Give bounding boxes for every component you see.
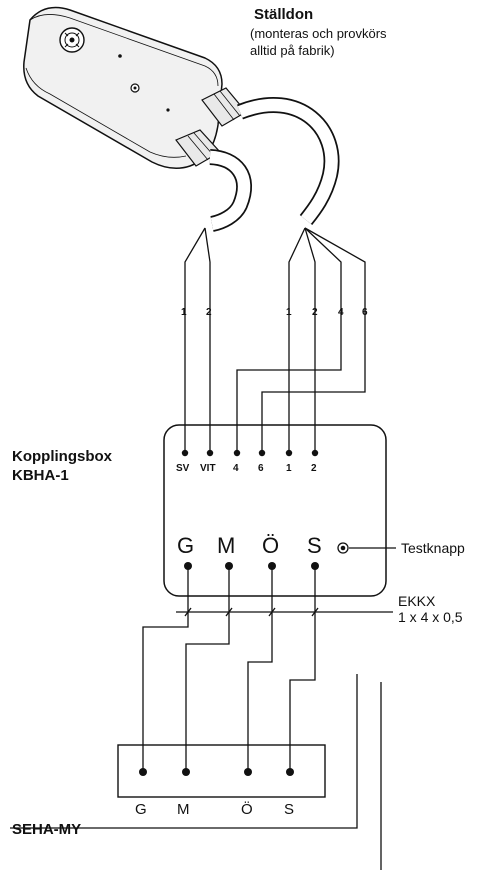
boundary-lines (10, 674, 382, 870)
test-button-label: Testknapp (401, 540, 465, 556)
seha-name: SEHA-MY (12, 821, 82, 838)
seha-terminal-m: M (177, 801, 190, 818)
terminal-label-vit: VIT (200, 463, 216, 474)
terminal-label-1: 1 (286, 463, 292, 474)
actuator-title: Ställdon (254, 6, 314, 23)
cable-type-line-1: EKKX (398, 593, 436, 609)
cable-right-label-2: 2 (312, 307, 318, 318)
kbha-terminal-m: M (217, 533, 236, 558)
test-button-icon[interactable] (337, 542, 349, 554)
cable-right-label-4: 4 (338, 307, 344, 318)
terminal-label-4: 4 (233, 463, 239, 474)
cable-right-label-6: 6 (362, 307, 368, 318)
actuator-cables (209, 97, 340, 232)
actuator-note-line-1: (monteras och provkörs (250, 26, 387, 41)
kbha-top-terminals (181, 449, 319, 457)
kbha-terminal-o: Ö (262, 533, 280, 558)
terminal-label-6: 6 (258, 463, 264, 474)
seha-terminal-o: Ö (241, 801, 253, 818)
seha-terminals (139, 768, 294, 776)
cable-type-line-2: 1 x 4 x 0,5 (398, 609, 463, 625)
kbha-box (163, 424, 387, 597)
wires-kbha-to-seha (142, 566, 316, 771)
cable-left-label-1: 1 (181, 307, 187, 318)
terminal-label-2: 2 (311, 463, 317, 474)
terminal-label-sv: SV (176, 463, 190, 474)
seha-terminal-g: G (135, 801, 147, 818)
cable-left-label-2: 2 (206, 307, 212, 318)
actuator-drawing (23, 6, 247, 169)
kbha-bottom-terminals (184, 562, 319, 570)
ekkx-marker (176, 607, 393, 617)
kbha-terminal-g: G (177, 533, 195, 558)
wire-fanout (184, 227, 366, 452)
seha-terminal-s: S (284, 801, 295, 818)
kbha-name-line-2: KBHA-1 (12, 467, 69, 484)
seha-box (117, 744, 326, 798)
actuator-note-line-2: alltid på fabrik) (250, 43, 335, 58)
kbha-name-line-1: Kopplingsbox (12, 448, 112, 465)
cable-right-label-1: 1 (286, 307, 292, 318)
kbha-terminal-s: S (307, 533, 322, 558)
